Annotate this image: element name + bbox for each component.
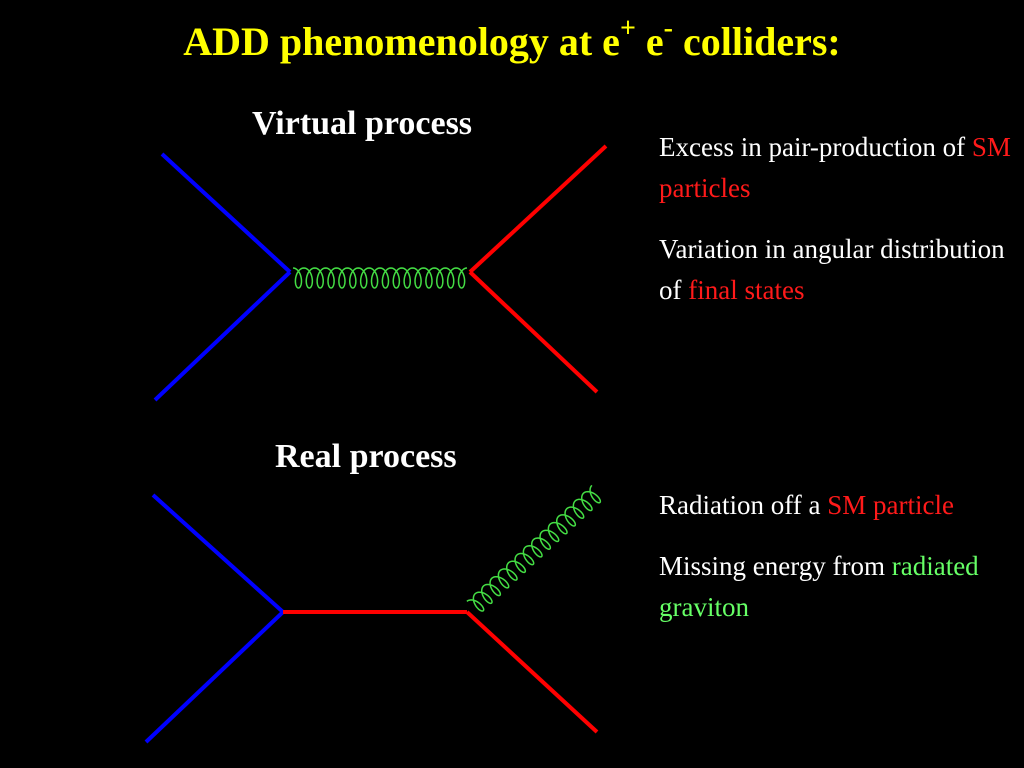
real-note-1: Radiation off a SM particle [659,490,954,520]
highlight-radiated-graviton: radiated graviton [659,551,979,622]
virtual-process-notes: Excess in pair-production of SM particle… [659,127,1019,331]
slide-title: ADD phenomenology at e+ e- colliders: [0,14,1024,70]
title-middle: e [635,19,664,64]
real-electron-in-lower [144,610,285,744]
virtual-electron-in-upper [160,152,292,274]
title-suffix: colliders: [673,19,841,64]
title-sup-minus: - [663,13,673,44]
real-process-diagram [144,484,602,744]
virtual-process-label: Virtual process [252,105,473,142]
real-process-label: Real process [275,438,457,475]
highlight-sm-particles: SM particles [659,132,1011,203]
real-radiated-graviton [466,484,602,612]
real-sm-out [465,610,599,734]
virtual-graviton-propagator [292,267,468,289]
virtual-note-1: Excess in pair-production of SM particle… [659,132,1011,203]
virtual-note-2: Variation in angular distribution of fin… [659,234,1005,305]
virtual-sm-out-lower [468,270,599,394]
highlight-sm-particle: SM particle [827,490,954,520]
title-prefix: ADD phenomenology at e [183,19,620,64]
virtual-electron-in-lower [153,270,292,402]
virtual-process-diagram [153,144,608,402]
real-process-notes: Radiation off a SM particle Missing ener… [659,485,1019,648]
title-sup-plus: + [619,13,636,44]
virtual-sm-out-upper [468,144,608,274]
real-note-2: Missing energy from radiated graviton [659,551,979,622]
highlight-final-states: final states [688,275,805,305]
real-electron-in-upper [151,493,285,614]
